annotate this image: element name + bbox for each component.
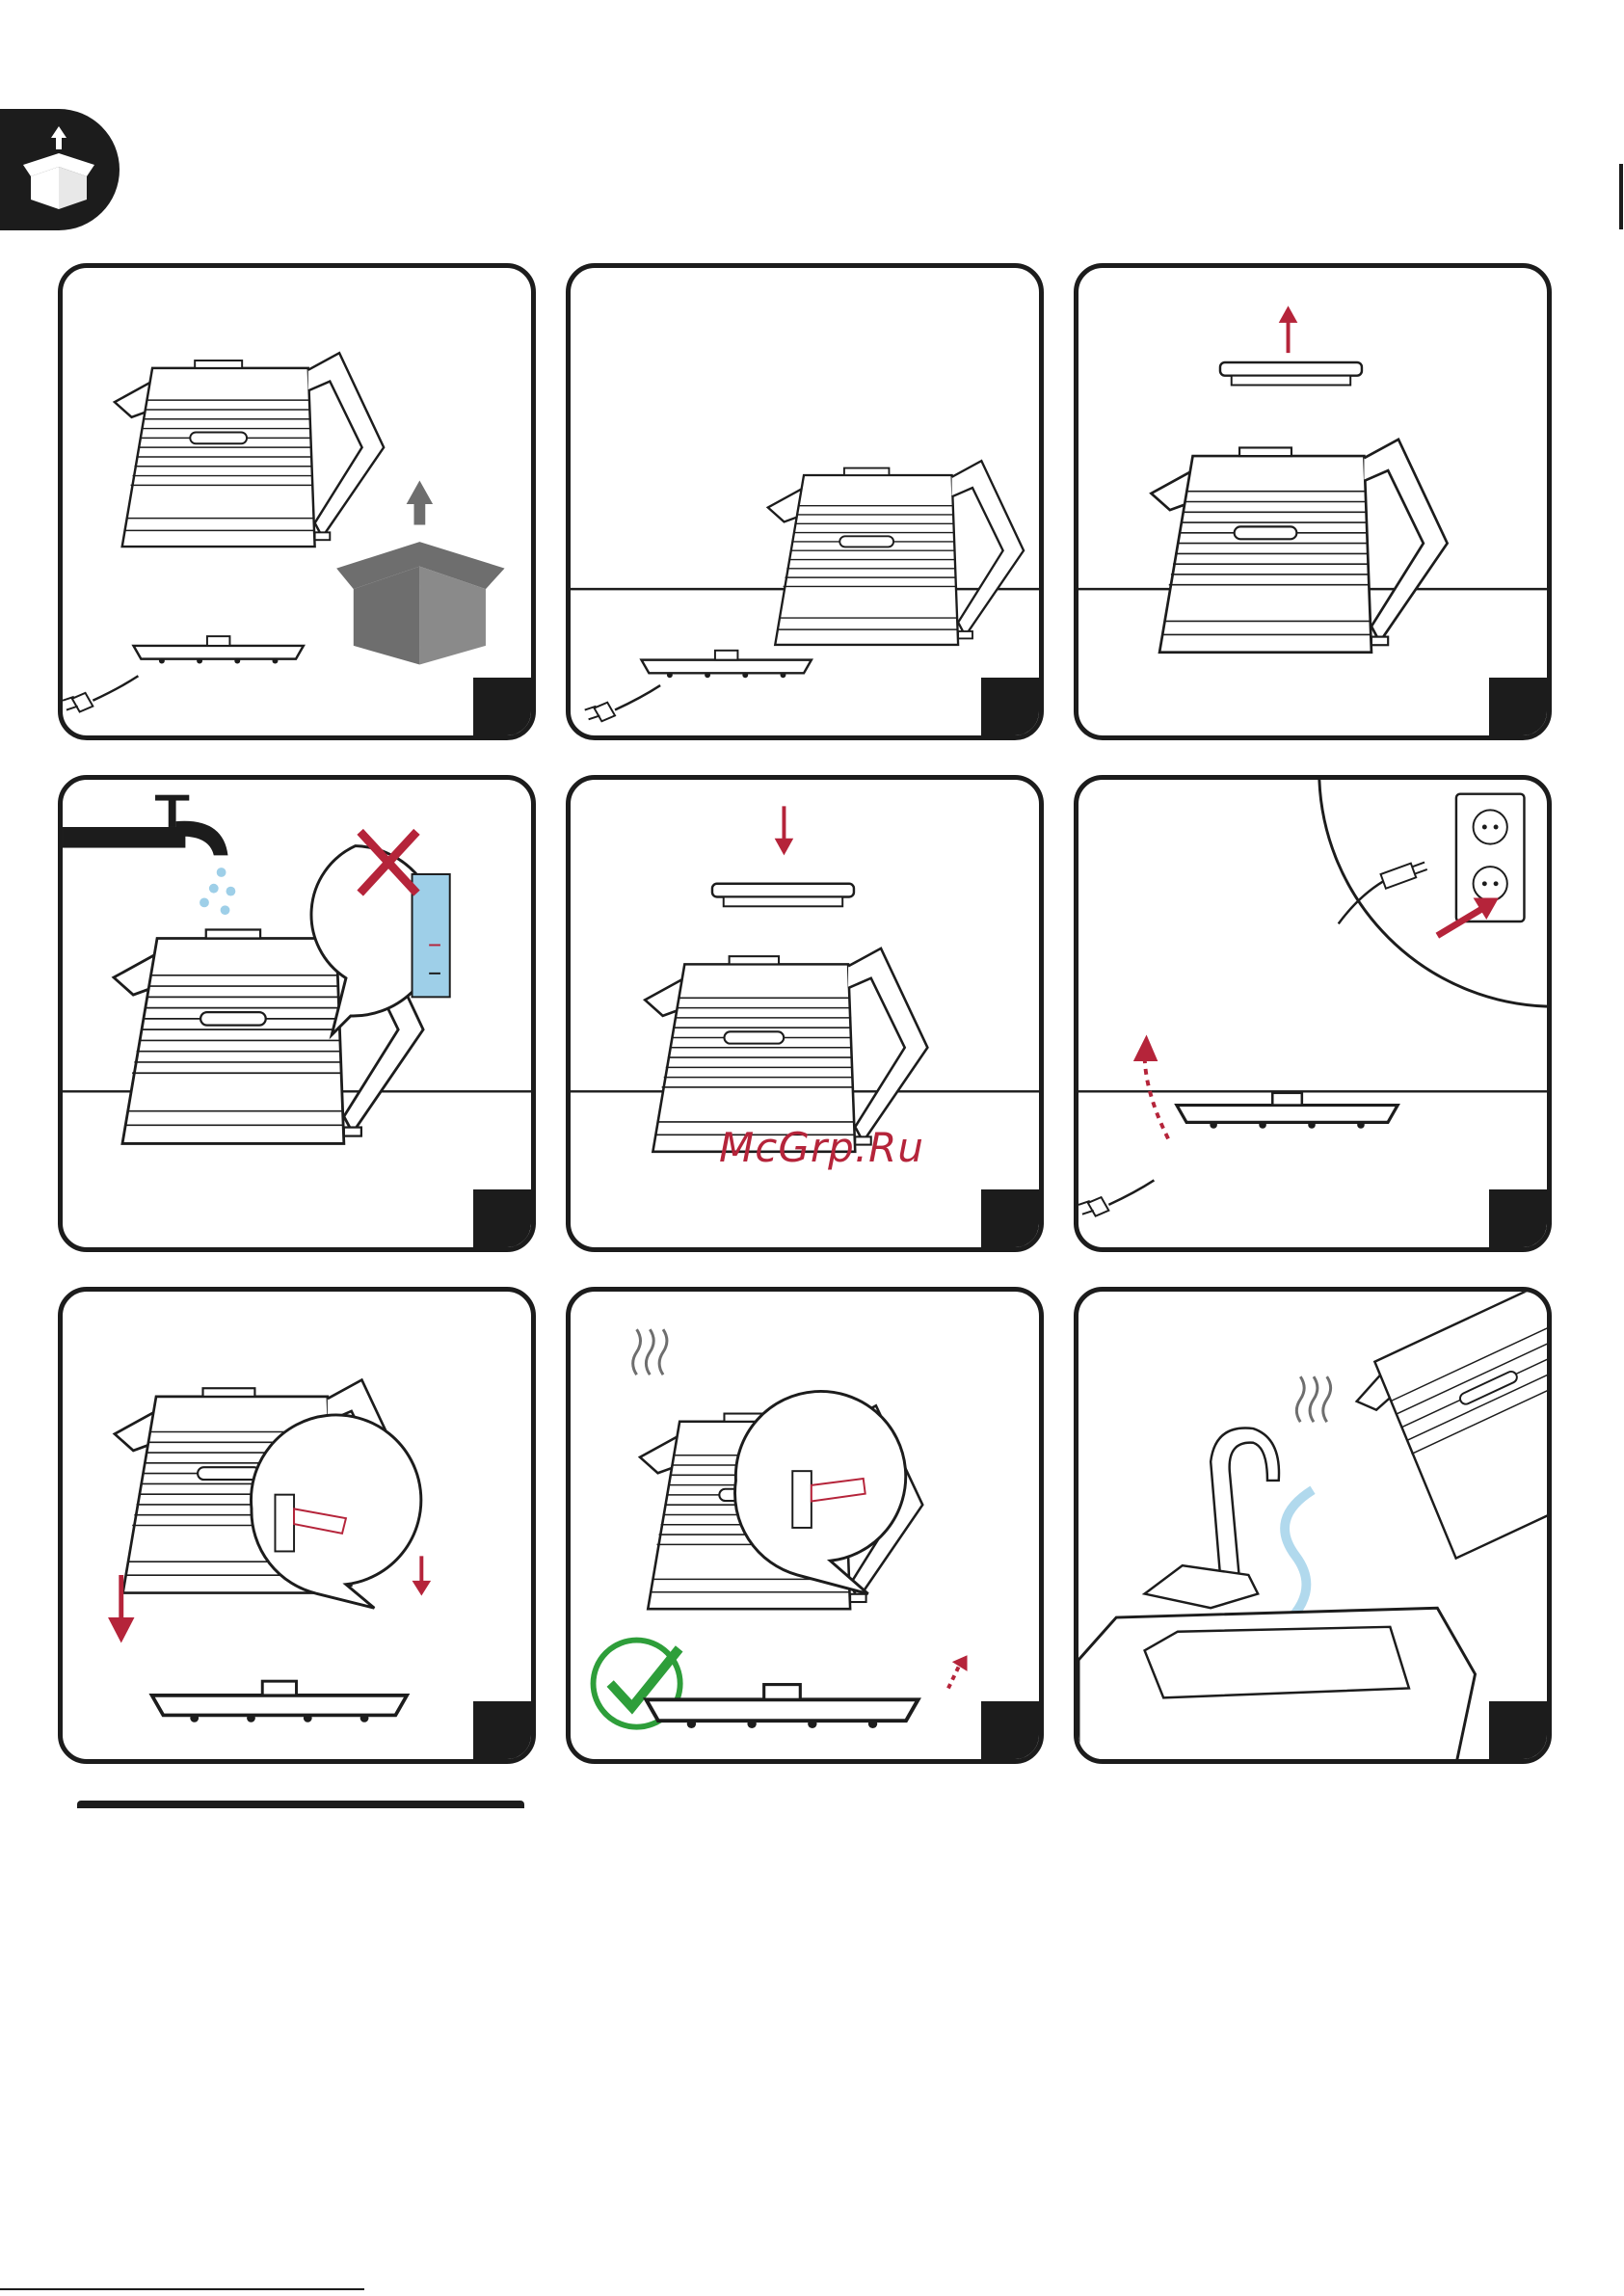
bottom-rule xyxy=(0,2288,364,2290)
step-number xyxy=(473,1701,531,1759)
footer-bar xyxy=(77,1801,524,1808)
unpack-box-icon xyxy=(17,124,100,211)
section-tab xyxy=(0,109,120,230)
panel-8 xyxy=(566,1287,1044,1764)
panel-9 xyxy=(1074,1287,1552,1764)
kettle-icon xyxy=(1344,1292,1547,1568)
faucet-icon xyxy=(1145,1428,1279,1609)
filter-lid-icon xyxy=(1220,362,1362,386)
plug-icon xyxy=(585,685,660,721)
watermark: McGrp.Ru xyxy=(719,1124,924,1171)
margin-rule xyxy=(1619,164,1623,229)
kettle-icon xyxy=(645,948,927,1152)
arrow-icon xyxy=(1133,1035,1168,1139)
plug-icon xyxy=(1078,1180,1154,1215)
step-number xyxy=(1489,678,1547,735)
base-icon xyxy=(641,651,811,678)
tap-icon xyxy=(63,795,227,856)
step-number xyxy=(981,678,1039,735)
panel-2 xyxy=(566,263,1044,740)
plug-icon xyxy=(63,676,138,711)
filter-lid-icon xyxy=(712,884,854,907)
step-number xyxy=(981,1701,1039,1759)
plug-icon xyxy=(1327,859,1434,923)
step-number xyxy=(473,678,531,735)
panel-6 xyxy=(1074,775,1552,1252)
unpack-box-icon xyxy=(336,480,504,664)
panel-1 xyxy=(58,263,536,740)
base-icon xyxy=(1177,1093,1398,1129)
kettle-icon xyxy=(115,353,384,547)
arrow-down-icon xyxy=(413,1556,432,1595)
sink-icon xyxy=(1078,1608,1476,1759)
panel-7 xyxy=(58,1287,536,1764)
steam-icon xyxy=(1296,1376,1330,1422)
step-number xyxy=(473,1189,531,1247)
kettle-icon xyxy=(768,461,1024,645)
step-number xyxy=(1489,1189,1547,1247)
steam-icon xyxy=(633,1329,667,1375)
panel-5 xyxy=(566,775,1044,1252)
step-number xyxy=(1489,1701,1547,1759)
arrow-icon xyxy=(948,1655,968,1688)
kettle-icon xyxy=(1151,440,1447,653)
base-icon xyxy=(133,636,303,663)
base-icon xyxy=(152,1681,408,1722)
panel-3 xyxy=(1074,263,1552,740)
arrow-up-icon xyxy=(1279,306,1298,353)
step-number xyxy=(981,1189,1039,1247)
arrow-down-icon xyxy=(775,806,794,855)
panel-4 xyxy=(58,775,536,1252)
base-icon xyxy=(646,1685,918,1728)
